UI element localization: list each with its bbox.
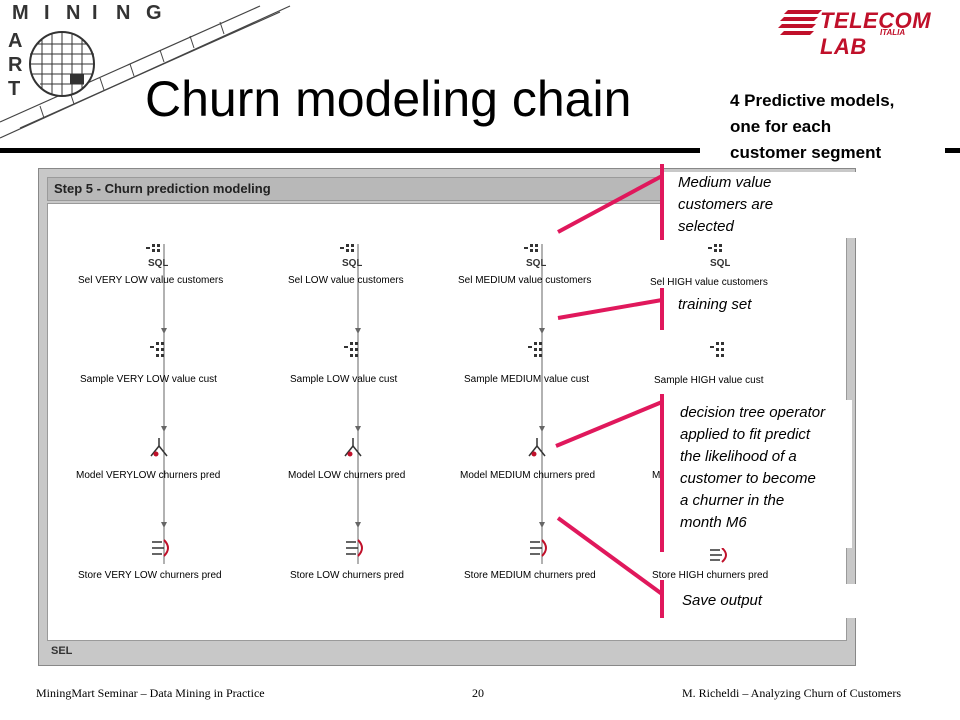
sql-icon[interactable]: SQL <box>708 244 731 275</box>
node-label-sel: Sel VERY LOW value customers <box>78 275 224 286</box>
callout-line: selected <box>678 218 734 235</box>
node-label-store: Store HIGH churners pred <box>652 570 769 581</box>
decision-tree-icon[interactable] <box>148 436 170 467</box>
callout-line: applied to fit predict <box>680 426 811 443</box>
status-bar: SEL <box>47 643 845 661</box>
callout-decision-tree: decision tree operator applied to fit pr… <box>662 400 852 548</box>
node-label-sel: Sel MEDIUM value customers <box>458 275 592 286</box>
svg-text:SQL: SQL <box>526 258 546 269</box>
subtitle-line: customer segment <box>730 143 882 162</box>
callout-line: the likelihood of a <box>680 448 797 465</box>
node-label-sample: Sample LOW value cust <box>290 374 398 385</box>
callout-save-output: Save output <box>662 584 858 618</box>
telecom-logo-icon <box>778 10 822 35</box>
node-label-sample: Sample VERY LOW value cust <box>80 374 217 385</box>
node-label-model: Model MEDIUM churners pred <box>460 470 596 481</box>
logo-letter: N <box>66 2 81 24</box>
node-label-sel: Sel HIGH value customers <box>650 277 768 288</box>
subtitle-line: one for each <box>730 117 832 136</box>
sql-icon[interactable]: SQL <box>340 244 363 275</box>
callout-line: a churner in the <box>680 492 785 509</box>
node-label-sel: Sel LOW value customers <box>288 275 404 286</box>
sample-icon[interactable] <box>528 342 548 369</box>
node-label-sample: Sample HIGH value cust <box>654 375 764 386</box>
callout-line: customer to become <box>680 470 816 487</box>
status-text: SEL <box>51 645 73 657</box>
sample-icon[interactable] <box>150 342 170 369</box>
slide-title: Churn modeling chain <box>145 71 632 127</box>
brand-name: TELECOM LAB <box>820 8 932 59</box>
callout-line: customers are <box>678 196 774 213</box>
logo-letter: M <box>12 2 29 24</box>
logo-letter: I <box>44 2 50 24</box>
node-label-store: Store LOW churners pred <box>290 570 404 581</box>
logo-letter: N <box>116 2 131 24</box>
callout-line: month M6 <box>680 514 747 531</box>
decision-tree-icon[interactable] <box>342 436 364 467</box>
subtitle-line: 4 Predictive models, <box>730 91 895 110</box>
brand-subtitle: ITALIA <box>880 28 906 37</box>
callout-training-set: training set <box>662 292 842 328</box>
footer-left: MiningMart Seminar – Data Mining in Prac… <box>36 686 265 700</box>
callout-medium-selected: Medium value customers are selected <box>662 172 858 238</box>
svg-text:SQL: SQL <box>710 258 730 269</box>
logo-letter: I <box>92 2 98 24</box>
store-icon[interactable] <box>342 536 366 565</box>
store-icon[interactable] <box>706 546 730 569</box>
globe-icon <box>29 31 95 97</box>
logo-letter: G <box>146 2 162 24</box>
footer-right: M. Richeldi – Analyzing Churn of Custome… <box>682 686 901 700</box>
sample-icon[interactable] <box>344 342 364 369</box>
sql-icon[interactable]: SQL <box>146 244 169 275</box>
callout-line: decision tree operator <box>680 404 826 421</box>
header-rule-right <box>945 148 960 153</box>
logo-letter: T <box>8 78 21 100</box>
node-label-store: Store VERY LOW churners pred <box>78 570 222 581</box>
node-label-model: Model LOW churners pred <box>288 470 406 481</box>
svg-text:SQL: SQL <box>342 258 362 269</box>
window-title: Step 5 - Churn prediction modeling <box>54 181 271 196</box>
svg-text:SQL: SQL <box>148 258 168 269</box>
callout-line: Medium value <box>678 174 772 191</box>
callout-line: training set <box>678 296 752 313</box>
logo-letter: R <box>8 54 23 76</box>
footer-page-number: 20 <box>472 686 484 700</box>
store-icon[interactable] <box>148 536 172 565</box>
decision-tree-icon[interactable] <box>526 436 548 467</box>
node-label-model: Mo <box>652 470 666 481</box>
node-label-model: Model VERYLOW churners pred <box>76 470 221 481</box>
logo-graphic <box>0 5 291 139</box>
process-graph <box>161 244 545 564</box>
callout-line: Save output <box>682 592 763 609</box>
header-rule <box>0 148 700 153</box>
store-icon[interactable] <box>526 536 550 565</box>
node-label-store: Store MEDIUM churners pred <box>464 570 596 581</box>
sample-icon[interactable] <box>710 342 730 369</box>
node-label-sample: Sample MEDIUM value cust <box>464 374 590 385</box>
sql-icon[interactable]: SQL <box>524 244 547 275</box>
logo-letter: A <box>8 30 23 52</box>
slide-subtitle: 4 Predictive models, one for each custom… <box>730 88 960 166</box>
